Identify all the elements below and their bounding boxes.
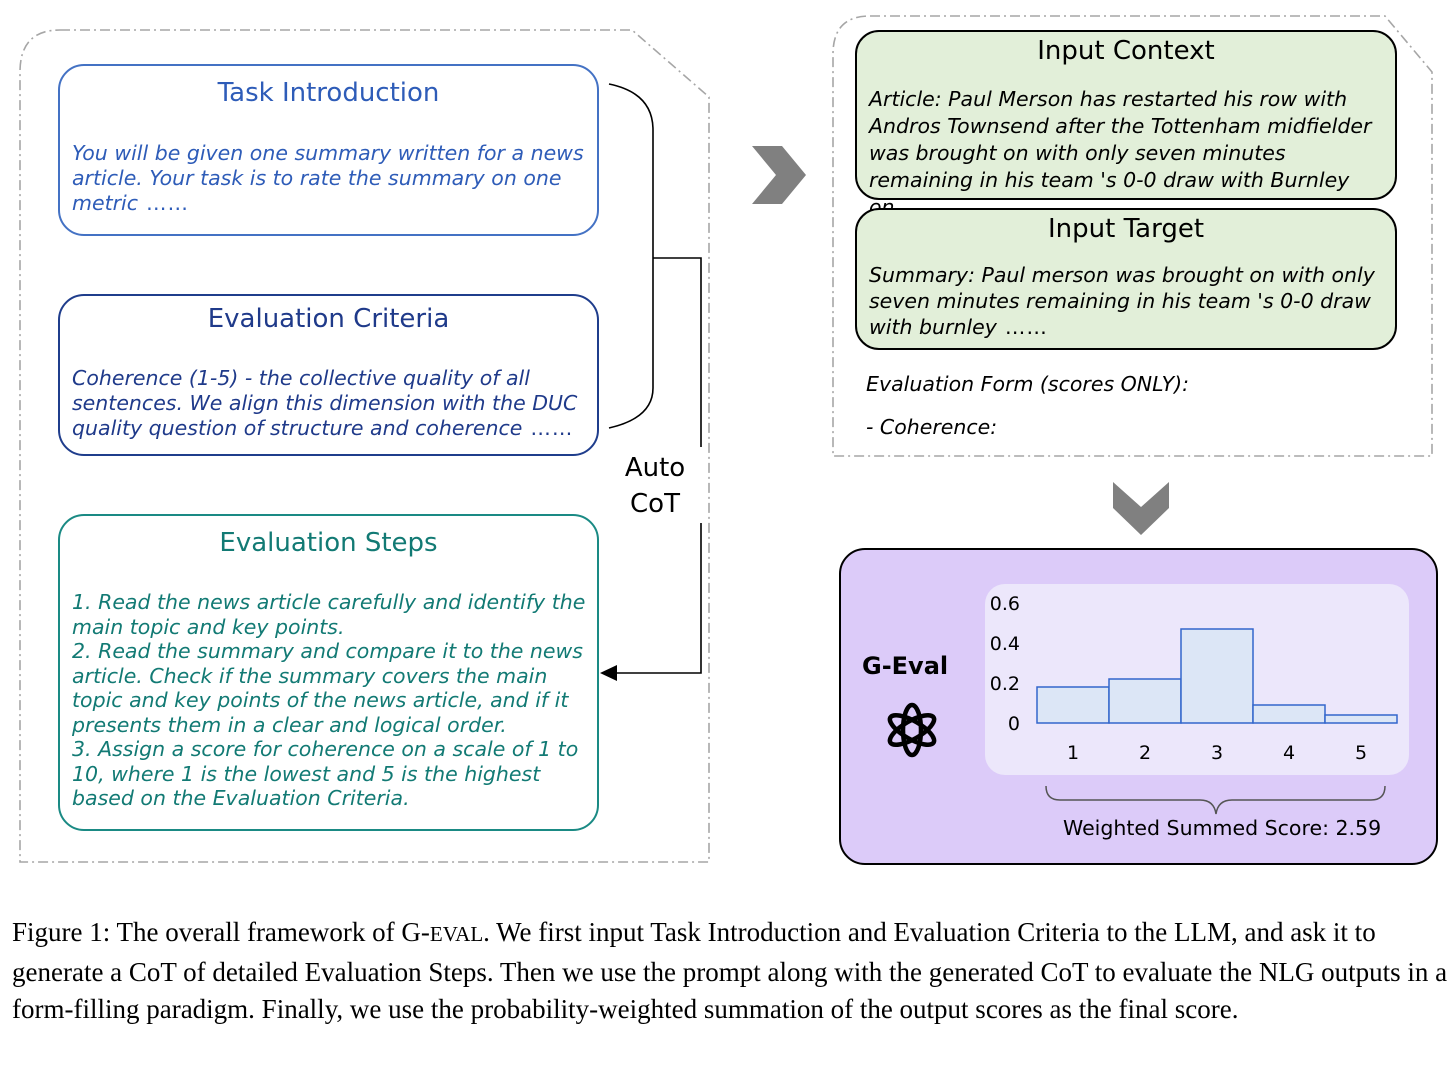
ellipsis: …… xyxy=(146,191,190,215)
ellipsis: …… xyxy=(530,416,574,440)
evaluation-steps-title: Evaluation Steps xyxy=(219,528,438,558)
task-introduction-title: Task Introduction xyxy=(217,78,440,108)
x-axis-ticks: 1 2 3 4 5 xyxy=(1067,742,1367,764)
auto-cot-label: Auto CoT xyxy=(624,453,686,519)
right-dashed-container xyxy=(832,15,1433,457)
input-context-box: Input Context Article: Paul Merson has r… xyxy=(855,30,1397,219)
x-tick-label: 2 xyxy=(1139,742,1151,764)
ellipsis: …… xyxy=(1004,315,1048,339)
evaluation-step: 2. Read the summary and compare it to th… xyxy=(72,639,583,737)
y-tick-label: 0 xyxy=(1008,713,1020,735)
score-distribution-bars xyxy=(1036,628,1398,724)
chevron-down-icon xyxy=(1113,482,1169,535)
evaluation-step: 3. Assign a score for coherence on a sca… xyxy=(72,737,579,810)
auto-cot-connector xyxy=(616,257,702,674)
input-target-box: Input Target Summary: Paul merson was br… xyxy=(855,208,1397,350)
y-tick-label: 0.4 xyxy=(990,633,1020,655)
x-tick-label: 4 xyxy=(1283,742,1295,764)
left-dashed-container xyxy=(19,29,710,863)
g-eval-small-caps: EVAL xyxy=(429,922,484,946)
coherence-form-item: - Coherence: xyxy=(866,415,998,439)
score-bar-5 xyxy=(1324,714,1398,724)
input-target-text: Summary: Paul merson was brought on with… xyxy=(869,263,1375,339)
input-target-title: Input Target xyxy=(1047,214,1205,244)
evaluation-criteria-text: Coherence (1-5) - the collective quality… xyxy=(72,366,578,440)
input-context-text: Article: Paul Merson has restarted his r… xyxy=(869,87,1372,219)
chevron-right-icon xyxy=(752,146,806,204)
evaluation-steps-list: 1. Read the news article carefully and i… xyxy=(72,590,597,811)
evaluation-steps-box: Evaluation Steps 1. Read the news articl… xyxy=(58,514,599,831)
g-eval-label: G-Eval xyxy=(862,652,949,680)
evaluation-form-heading: Evaluation Form (scores ONLY): xyxy=(866,372,1190,396)
evaluation-criteria-box: Evaluation Criteria Coherence (1-5) - th… xyxy=(58,294,599,456)
score-brace xyxy=(1045,785,1386,815)
x-tick-label: 1 xyxy=(1067,742,1079,764)
figure-caption: Figure 1: The overall framework of G-EVA… xyxy=(12,917,1448,1024)
auto-cot-arrowhead xyxy=(600,665,617,681)
evaluation-criteria-title: Evaluation Criteria xyxy=(207,304,450,334)
task-introduction-box: Task Introduction You will be given one … xyxy=(58,64,599,236)
x-tick-label: 5 xyxy=(1355,742,1367,764)
x-tick-label: 3 xyxy=(1211,742,1223,764)
y-axis-ticks: 0 0.2 0.4 0.6 xyxy=(990,593,1020,735)
evaluation-step: 1. Read the news article carefully and i… xyxy=(72,590,586,639)
score-bar-4 xyxy=(1252,704,1326,724)
task-introduction-text: You will be given one summary written fo… xyxy=(72,141,584,215)
input-brace xyxy=(608,83,654,429)
score-bar-1 xyxy=(1036,686,1110,724)
openai-logo-icon xyxy=(887,702,937,758)
weighted-summed-score: Weighted Summed Score: 2.59 xyxy=(1063,816,1382,840)
caption-label: Figure 1: xyxy=(12,917,111,947)
y-tick-label: 0.6 xyxy=(990,593,1020,615)
y-tick-label: 0.2 xyxy=(990,673,1020,695)
score-bar-2 xyxy=(1108,678,1182,724)
input-context-title: Input Context xyxy=(1037,36,1215,66)
score-bar-3 xyxy=(1180,628,1254,724)
